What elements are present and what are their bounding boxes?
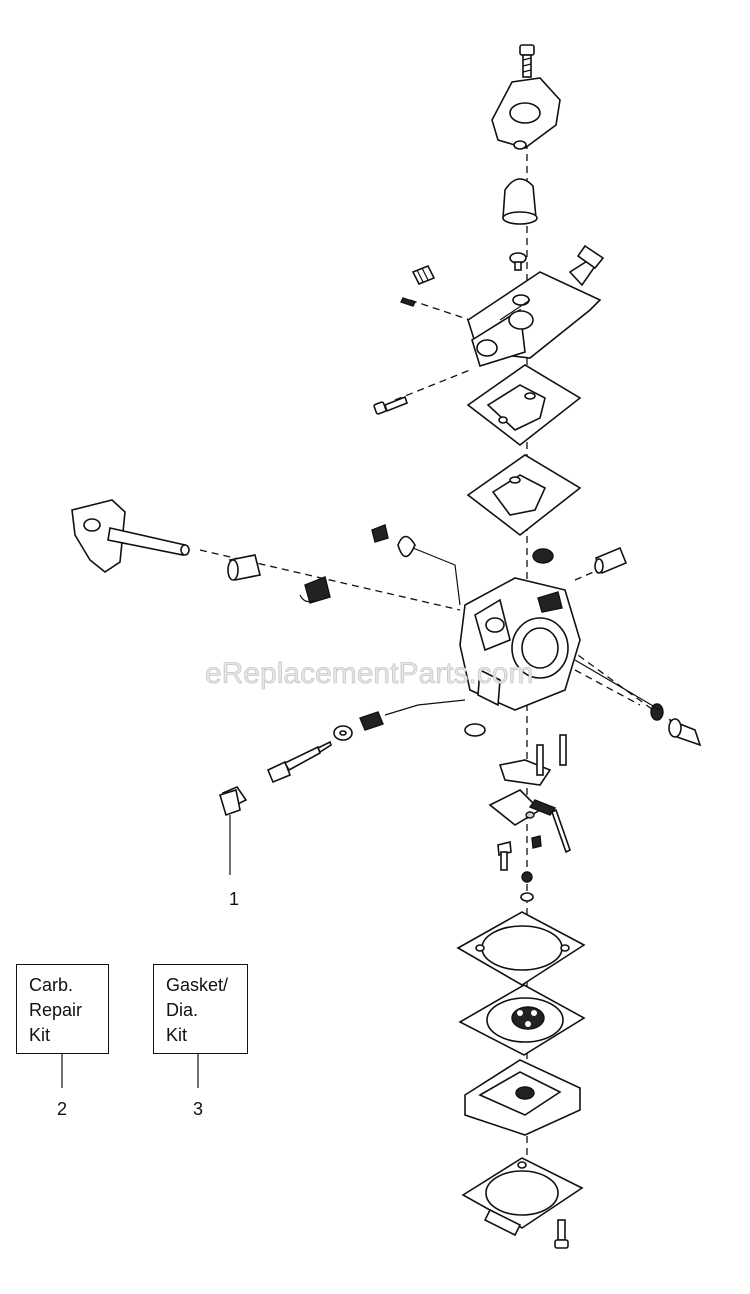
- pump-gasket: [466, 364, 582, 447]
- pump-cover: [467, 271, 602, 368]
- choke-lever: [71, 499, 190, 573]
- gasket-kit-line-2: Dia.: [166, 1000, 199, 1020]
- throttle-shaft-screw: [371, 524, 416, 558]
- primer-bulb: [502, 178, 538, 225]
- repair-kit-line-1: Carb.: [29, 975, 74, 995]
- watermark-text: eReplacementParts.com: [205, 657, 533, 690]
- repair-kit-line-3: Kit: [29, 1025, 51, 1045]
- cover-screw: [373, 395, 408, 415]
- choke-spring: [299, 576, 331, 604]
- leader-lines: [229, 547, 661, 875]
- side-pin: [594, 546, 628, 575]
- top-screw: [519, 44, 535, 78]
- metering-gasket: [456, 911, 586, 986]
- bottom-cover: [461, 1157, 584, 1237]
- limiter-cap: [219, 786, 248, 817]
- primer-retainer-plate: [491, 77, 561, 150]
- callout-3: 3: [193, 1099, 203, 1119]
- small-pin: [400, 297, 416, 307]
- axis-small-parts: [520, 871, 534, 902]
- bushing: [227, 554, 261, 581]
- metering-cover: [464, 1059, 581, 1136]
- metering-diaphragm: [458, 984, 586, 1056]
- gasket-kit-line-3: Kit: [166, 1025, 188, 1045]
- gasket-kit-line-1: Gasket/: [166, 975, 229, 995]
- elbow-fitting: [568, 244, 605, 287]
- adjust-spring-upper: [411, 264, 436, 286]
- inlet-screen: [532, 548, 554, 564]
- callout-2: 2: [57, 1099, 67, 1119]
- lower-screws: [497, 835, 542, 871]
- assembly-axis-lines: [199, 70, 661, 1170]
- adjusting-needle: [266, 740, 332, 784]
- callout-1: 1: [229, 889, 239, 909]
- metering-lever-assembly: [464, 723, 571, 854]
- carburetor-body: [459, 577, 581, 711]
- fuel-fitting: [650, 703, 702, 747]
- idle-spring: [333, 711, 384, 741]
- gasket-dia-kit-box: Gasket/ Dia. Kit: [153, 964, 248, 1054]
- bottom-screw: [554, 1219, 569, 1249]
- repair-kit-line-2: Repair: [29, 1000, 83, 1020]
- check-valve: [509, 252, 527, 271]
- carb-repair-kit-box: Carb. Repair Kit: [16, 964, 109, 1054]
- pump-diaphragm: [466, 454, 582, 537]
